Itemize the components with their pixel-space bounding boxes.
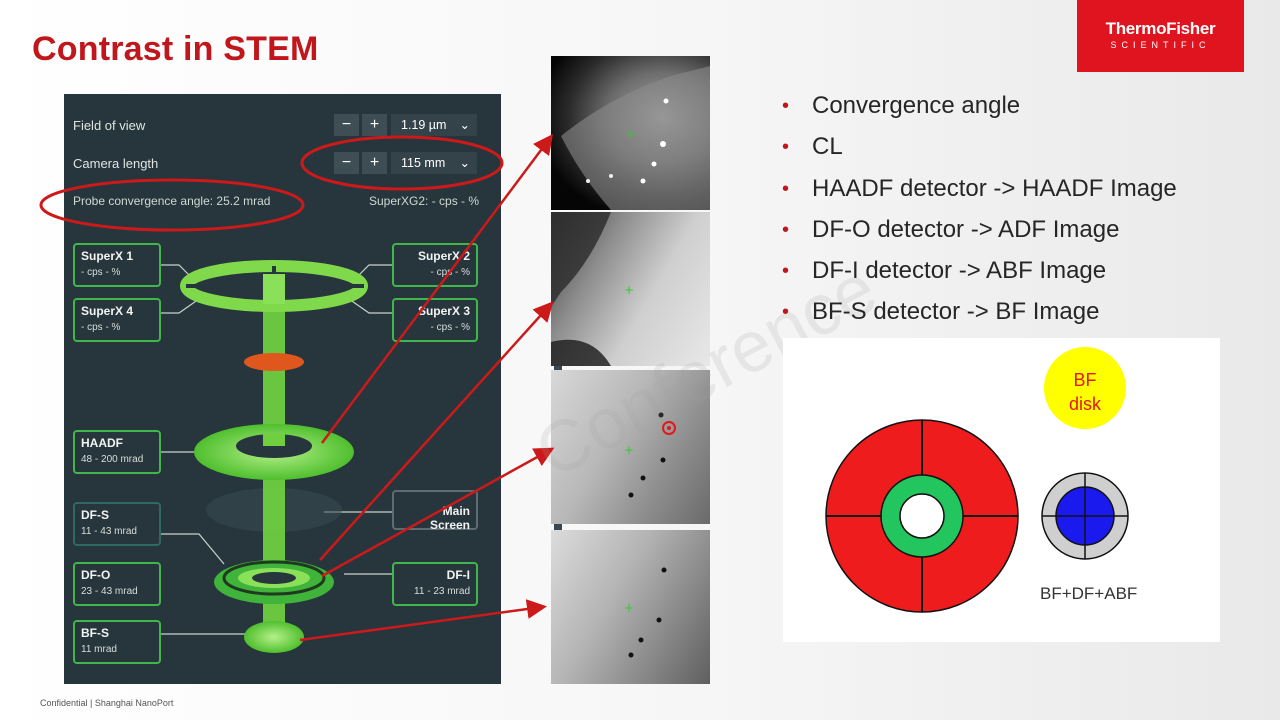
footer-text: Confidential | Shanghai NanoPort [40,698,174,708]
chevron-down-icon: ⌄ [459,118,470,132]
svg-text:+: + [624,601,634,615]
bf-image: + [551,530,710,684]
logo-line1: ThermoFisher [1105,19,1216,38]
haadf-features: + [561,66,710,210]
dfi-detector[interactable]: DF-I 11 - 23 mrad [392,562,478,606]
camera-length-highlight [300,135,504,191]
bullet-item: CL [782,132,1177,173]
detector-name: SuperX 4 [81,304,134,318]
field-of-view-label: Field of view [73,118,146,133]
detector-sub: 48 - 200 mrad [81,454,144,465]
camera-length-select[interactable]: 115 mm ⌄ [391,152,477,174]
superxg2-readout: SuperXG2: - cps - % [369,194,480,208]
haadf-arrow [320,133,553,444]
chevron-down-icon: ⌄ [459,156,470,170]
detector-sub: - cps - % [81,322,121,333]
abf-features: + [624,412,676,498]
detector-name: SuperX 1 [81,249,134,263]
haadf-image: + [551,56,710,210]
bullet-item: BF-S detector -> BF Image [782,297,1177,338]
thermofisher-logo: ThermoFisher SCIENTIFIC [1077,0,1244,72]
dfo-arrow [319,301,554,561]
detector-sub: 23 - 43 mrad [81,586,138,597]
logo-line2: SCIENTIFIC [1110,40,1211,50]
detector-diagram: BF disk BF+DF+ABF [783,338,1220,642]
camera-length-value: 115 mm [401,156,446,170]
detector-diagram-svg [825,347,1129,613]
haadf-detector[interactable]: HAADF 48 - 200 mrad [73,430,161,474]
dfi-arrow [321,447,555,578]
fov-plus-button[interactable]: + [362,114,387,136]
bullet-list: Convergence angle CL HAADF detector -> H… [782,91,1177,339]
diagram-caption: BF+DF+ABF [1040,584,1138,603]
convergence-angle-readout: Probe convergence angle: 25.2 mrad [73,194,271,208]
camera-length-label: Camera length [73,156,159,171]
convergence-highlight [39,178,305,232]
detector-sub: - cps - % [430,322,470,333]
fov-value: 1.19 µm [401,118,447,132]
fov-minus-button[interactable]: − [334,114,359,136]
bullet-item: HAADF detector -> HAADF Image [782,174,1177,215]
abf-image: + [551,370,710,524]
stem-detector-panel: Field of view − + 1.19 µm ⌄ Camera lengt… [64,94,562,684]
superx1-detector[interactable]: SuperX 1 - cps - % [73,243,161,287]
adf-features: + [551,212,634,366]
detector-sub: - cps - % [81,267,121,278]
slide-title: Contrast in STEM [32,30,319,68]
detector-sub: 11 mrad [81,644,117,655]
svg-text:+: + [624,283,634,297]
detector-name: DF-S [81,508,109,522]
detector-sub: 11 - 43 mrad [81,526,137,537]
superx3-detector[interactable]: SuperX 3 - cps - % [392,298,478,342]
cl-minus-button[interactable]: − [334,152,359,174]
detector-schematic [161,260,392,653]
svg-text:+: + [624,443,634,457]
fov-select[interactable]: 1.19 µm ⌄ [391,114,477,136]
detector-name: SuperX 3 [417,304,470,318]
dfo-detector[interactable]: DF-O 23 - 43 mrad [73,562,161,606]
svg-text:+: + [626,127,636,141]
dfs-detector[interactable]: DF-S 11 - 43 mrad [73,502,161,546]
bullet-item: Convergence angle [782,91,1177,132]
bullet-item: DF-O detector -> ADF Image [782,215,1177,256]
detector-name: DF-O [81,568,111,582]
superx4-detector[interactable]: SuperX 4 - cps - % [73,298,161,342]
cl-plus-button[interactable]: + [362,152,387,174]
bfs-detector[interactable]: BF-S 11 mrad [73,620,161,664]
bfs-arrow [299,599,547,642]
detector-name: BF-S [81,626,109,640]
detector-sub: 11 - 23 mrad [414,586,470,597]
adf-image: + [551,212,710,366]
bf-disk-label: BF disk [1068,370,1101,414]
bf-features: + [624,567,667,658]
main-screen-label: Main Screen [429,504,470,532]
detector-name: DF-I [446,568,470,582]
detector-name: HAADF [81,436,123,450]
bullet-item: DF-I detector -> ABF Image [782,256,1177,297]
detector-name: SuperX 2 [417,249,470,263]
